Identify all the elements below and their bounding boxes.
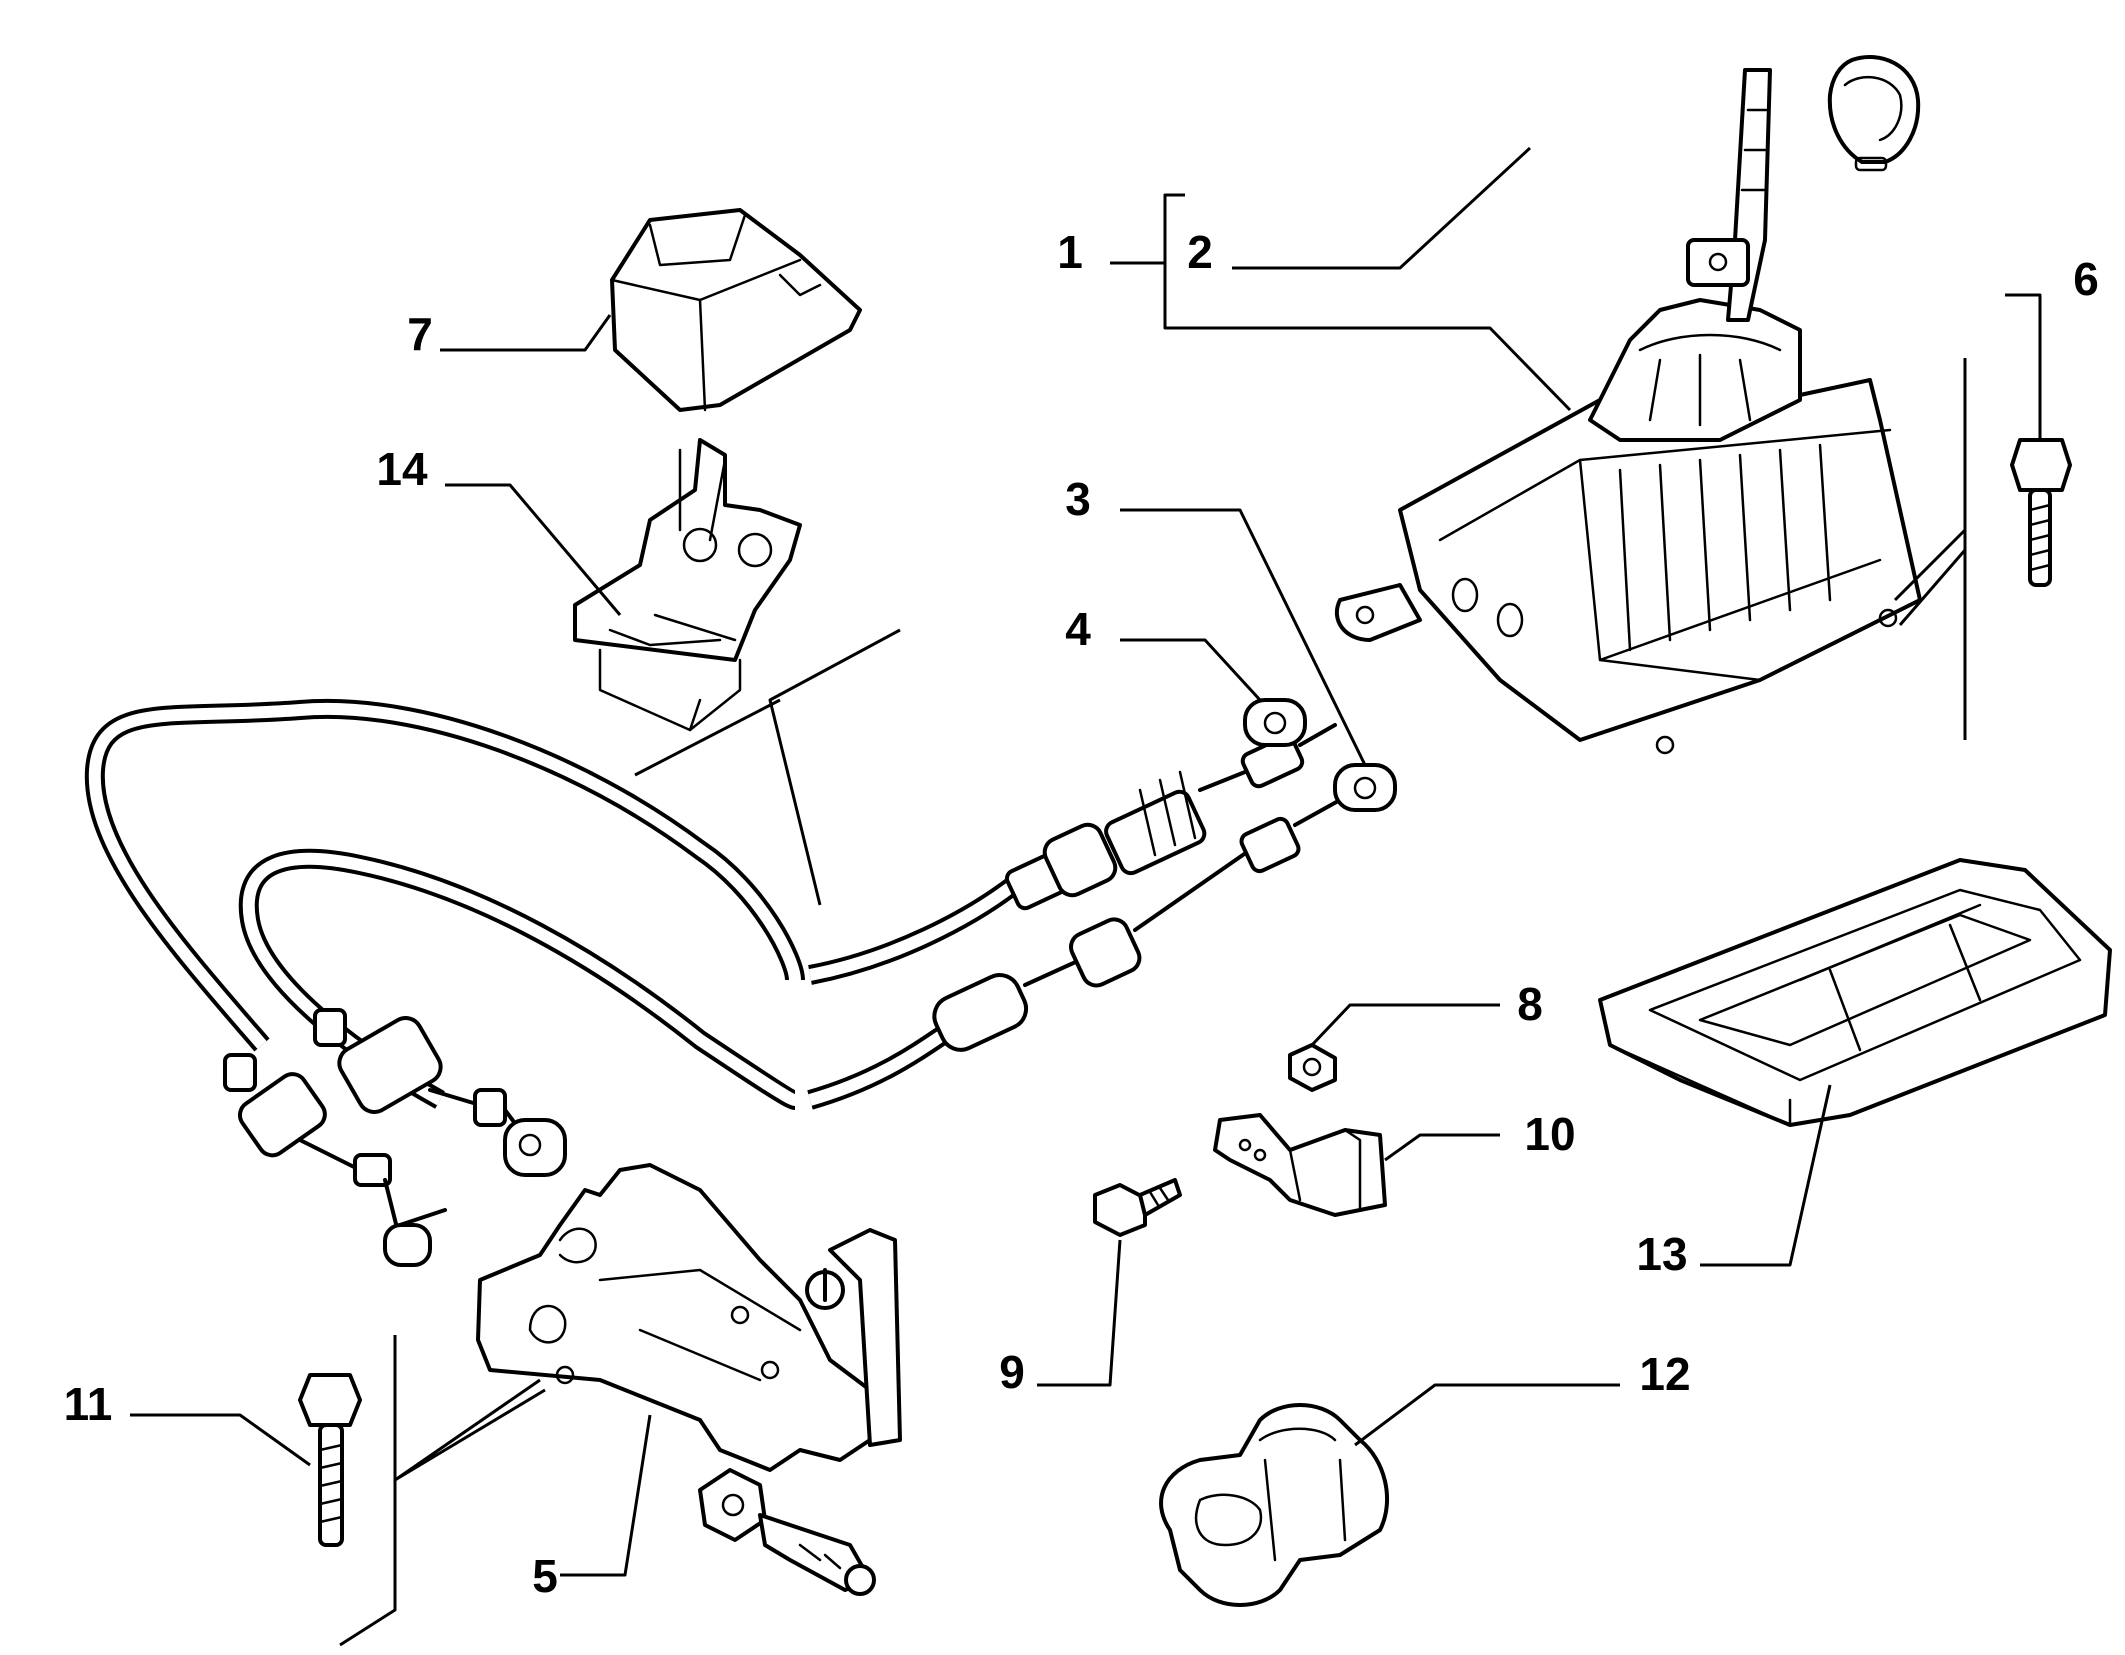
callout-12: 12 — [1639, 1348, 1690, 1400]
callout-7: 7 — [407, 308, 433, 360]
nut-8[interactable] — [1288, 1043, 1337, 1092]
callout-labels: 1 2 3 4 5 6 7 8 9 10 11 12 13 14 — [64, 226, 2099, 1602]
rubber-mount-12[interactable] — [1159, 1403, 1389, 1607]
callout-11: 11 — [64, 1378, 113, 1430]
cable-end-right[interactable] — [313, 1008, 567, 1177]
shift-cable-3[interactable] — [238, 763, 1397, 1110]
leader-lines — [130, 146, 2042, 1647]
bolt-6[interactable] — [2010, 438, 2072, 587]
lever-bracket-5[interactable] — [476, 1163, 902, 1596]
bracket-10[interactable] — [1213, 1113, 1387, 1217]
callout-4: 4 — [1065, 603, 1091, 655]
callout-5: 5 — [532, 1550, 558, 1602]
callout-14: 14 — [376, 443, 428, 495]
callout-10: 10 — [1524, 1108, 1575, 1160]
bolt-11[interactable] — [298, 1373, 362, 1547]
callout-3: 3 — [1065, 473, 1091, 525]
gaiter-plate-13[interactable] — [1598, 858, 2112, 1127]
callout-1: 1 — [1057, 226, 1083, 278]
callout-2: 2 — [1187, 226, 1213, 278]
callout-13: 13 — [1636, 1228, 1687, 1280]
bracket-14[interactable] — [573, 438, 802, 732]
callout-8: 8 — [1517, 978, 1543, 1030]
screw-9[interactable] — [1093, 1178, 1182, 1237]
cover-7[interactable] — [610, 208, 862, 412]
cable-end-left[interactable] — [223, 1053, 447, 1267]
callout-9: 9 — [999, 1346, 1025, 1398]
selector-cable-4[interactable] — [84, 698, 1337, 1052]
gear-lever-housing[interactable] — [1334, 68, 1922, 755]
gear-knob[interactable] — [1827, 54, 1921, 172]
callout-6: 6 — [2073, 253, 2099, 305]
